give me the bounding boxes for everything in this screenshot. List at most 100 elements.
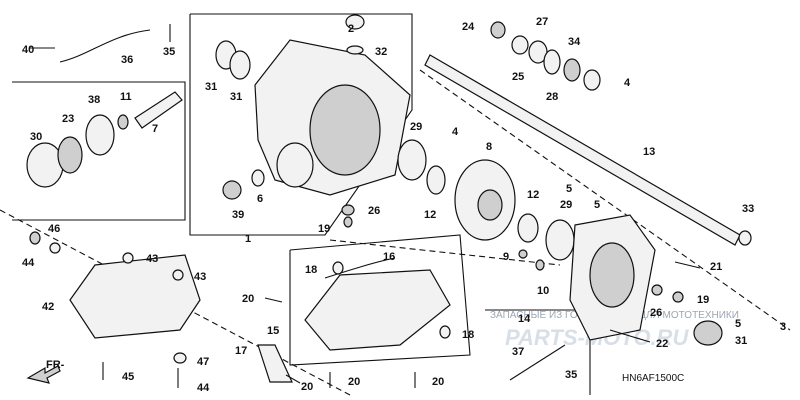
callout-26a: 26 <box>368 205 380 217</box>
washer-6 <box>251 169 265 187</box>
washer-9 <box>518 249 528 259</box>
bolt-20d <box>285 374 301 384</box>
callout-8: 8 <box>486 141 492 153</box>
grommet-18a <box>332 261 344 275</box>
callout-3: 3 <box>780 321 786 333</box>
callout-29b: 29 <box>560 199 572 211</box>
callout-43b: 43 <box>194 271 206 283</box>
callout-30: 30 <box>30 131 42 143</box>
seal-31b <box>229 50 251 80</box>
callout-5b: 5 <box>594 199 600 211</box>
washer-25 <box>511 35 529 55</box>
callout-42: 42 <box>42 301 54 313</box>
callout-31c: 31 <box>735 335 747 347</box>
ring-gear-hub <box>477 189 503 221</box>
right-skid-plate <box>304 269 451 351</box>
callout-13: 13 <box>643 146 655 158</box>
callout-17: 17 <box>235 345 247 357</box>
nut-24 <box>490 21 506 39</box>
bearing-29b <box>545 219 575 261</box>
callout-10: 10 <box>537 285 549 297</box>
washer-26b <box>651 284 663 296</box>
cover-bore <box>589 242 635 308</box>
seal-4b <box>583 69 601 91</box>
oil-seal-23 <box>57 136 83 174</box>
collar-47 <box>173 352 187 364</box>
callout-25: 25 <box>512 71 524 83</box>
callout-2: 2 <box>348 23 354 35</box>
washer-11 <box>117 114 129 130</box>
callout-44b: 44 <box>197 382 210 394</box>
bolt-21 <box>674 261 701 269</box>
callout-1: 1 <box>245 233 251 245</box>
collar-46 <box>49 242 61 254</box>
guard-strip-16 <box>324 257 396 279</box>
callout-34: 34 <box>568 36 581 48</box>
callout-20a: 20 <box>242 293 254 305</box>
callout-6: 6 <box>257 193 263 205</box>
callout-12a: 12 <box>424 209 436 221</box>
circlip-33 <box>738 230 752 246</box>
callout-43a: 43 <box>146 253 158 265</box>
grommet-43b <box>172 269 184 281</box>
front-arrow-icon <box>26 365 61 384</box>
grommet-18b <box>439 325 451 339</box>
callout-23: 23 <box>62 113 74 125</box>
nut-39 <box>222 180 242 200</box>
callout-27: 27 <box>536 16 548 28</box>
pinion-group-frame <box>12 81 186 221</box>
shim-12a <box>426 165 446 195</box>
left-skid-plate <box>69 254 201 339</box>
bolt-19b <box>672 291 684 303</box>
callout-9: 9 <box>503 251 509 263</box>
callout-16: 16 <box>383 251 395 263</box>
pinion-gear-7 <box>134 91 183 129</box>
callout-29a: 29 <box>410 121 422 133</box>
callout-15: 15 <box>267 325 279 337</box>
bolt-44a <box>29 231 41 245</box>
callout-18b: 18 <box>462 329 474 341</box>
callout-21: 21 <box>710 261 722 273</box>
shim-12b <box>517 213 539 243</box>
callout-12b: 12 <box>527 189 539 201</box>
callout-31b: 31 <box>230 91 242 103</box>
breather-cap-2 <box>345 14 365 30</box>
bolt-19a <box>343 216 353 228</box>
callout-4a: 4 <box>452 126 459 138</box>
grommet-43a <box>122 252 134 264</box>
callout-24: 24 <box>462 21 475 33</box>
guide-dash-2 <box>419 69 791 331</box>
callout-39: 39 <box>232 209 244 221</box>
callout-46: 46 <box>48 223 60 235</box>
o-ring-32 <box>346 45 364 55</box>
ring-28 <box>543 49 561 75</box>
callout-35b: 35 <box>565 369 577 381</box>
callout-28: 28 <box>546 91 558 103</box>
case-flange <box>276 142 314 188</box>
guide-dash-3 <box>329 239 561 266</box>
callout-32: 32 <box>375 46 387 58</box>
diagram-code: HN6AF1500C <box>622 373 684 384</box>
callout-35a: 35 <box>163 46 175 58</box>
callout-11: 11 <box>120 91 132 103</box>
bracket-17 <box>257 344 293 383</box>
callout-5c: 5 <box>735 318 741 330</box>
callout-7: 7 <box>152 123 158 135</box>
callout-37: 37 <box>512 346 524 358</box>
bolt-10 <box>535 259 545 271</box>
case-bore <box>309 84 381 176</box>
front-label: FR- <box>46 359 65 371</box>
callout-22: 22 <box>656 338 668 350</box>
callout-38: 38 <box>88 94 100 106</box>
callout-20d: 20 <box>301 381 313 393</box>
oil-seal-31c <box>693 320 723 346</box>
drive-shaft <box>424 54 741 246</box>
skid-plate-frame <box>289 234 471 366</box>
stud-group-frame <box>485 309 591 395</box>
breather-tube <box>59 29 151 63</box>
callout-20c: 20 <box>432 376 444 388</box>
callout-40: 40 <box>22 44 34 56</box>
pinion-flange <box>26 142 64 188</box>
callout-20b: 20 <box>348 376 360 388</box>
